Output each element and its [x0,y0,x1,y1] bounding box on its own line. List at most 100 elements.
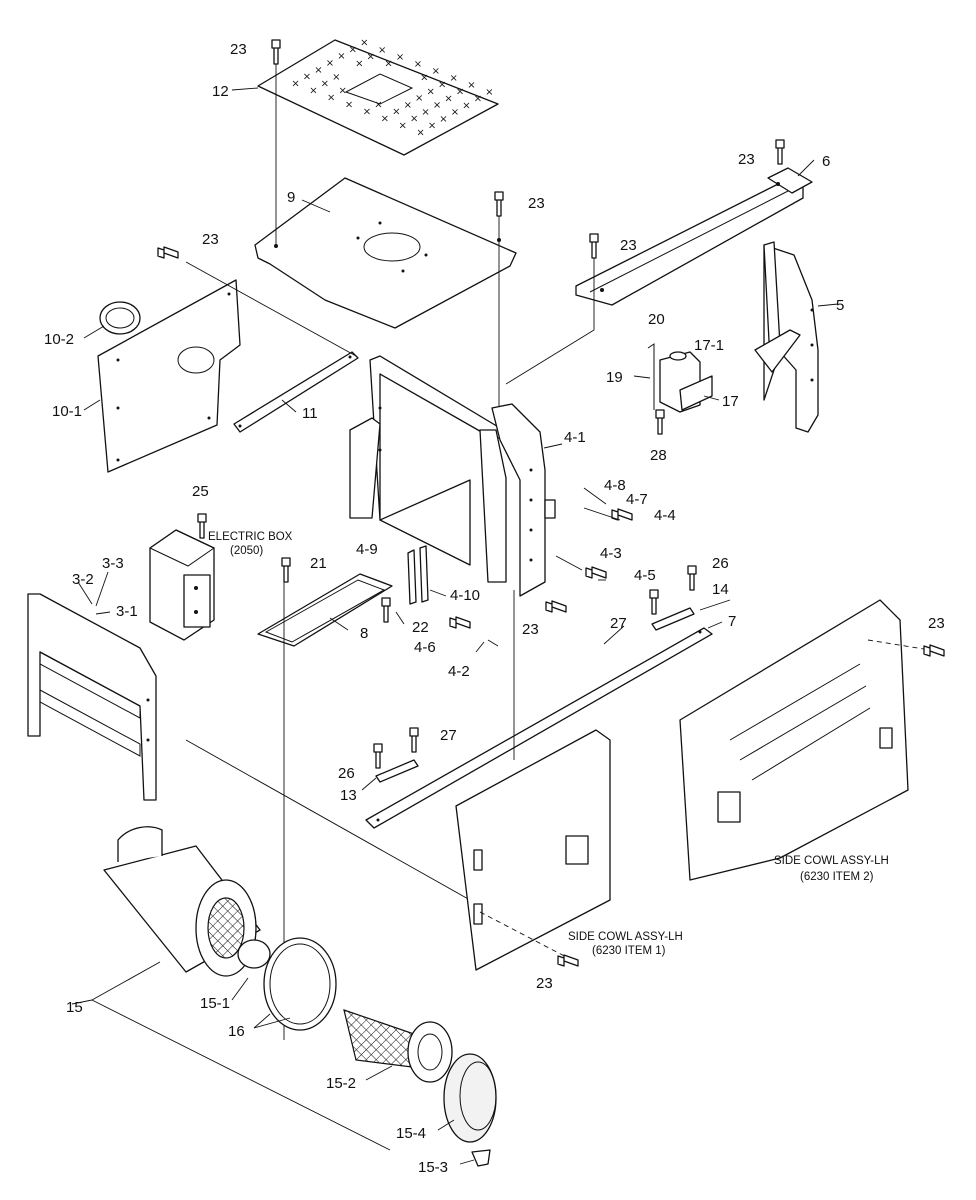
bolt-icon [409,727,419,753]
label-23-f: 23 [522,621,539,638]
latch-14 [651,607,695,631]
electric-box [149,529,215,641]
bolts-group [157,39,945,967]
perforation: × [438,80,446,91]
perforation: × [367,52,375,63]
bolt-icon [923,644,945,657]
label-4-9: 4-9 [356,541,378,558]
perforation: × [291,78,299,89]
label-22: 22 [412,619,429,636]
label-23-h: 23 [536,975,553,992]
dust-valve-15-3 [471,1149,491,1167]
perforation: × [392,107,400,118]
bolt-icon [271,39,281,65]
filter-element-15-2 [343,1009,453,1083]
perforation: × [449,73,457,84]
bolt-icon [281,557,291,583]
air-cleaner-body-15 [103,826,271,977]
label-15-4: 15-4 [396,1125,426,1142]
side-cowl-rh [679,599,909,881]
label-26-a: 26 [712,555,729,572]
bolt-icon [381,597,391,623]
side-cowl-lh-ref: (6230 ITEM 1) [592,945,666,957]
perforation: × [428,121,436,132]
bolt-icon [775,139,785,165]
perforation: × [420,73,428,84]
label-4-10: 4-10 [450,587,480,604]
latch-13 [375,759,419,783]
label-10-1: 10-1 [52,403,82,420]
perforation: × [345,99,353,110]
label-28: 28 [650,447,667,464]
bolt-icon [373,743,383,769]
perforation: × [374,100,382,111]
side-cowl-lh [455,729,611,971]
label-4-4: 4-4 [654,507,676,524]
label-3-3: 3-3 [102,555,124,572]
perforation: × [349,44,357,55]
label-23-e: 23 [202,231,219,248]
label-4-5: 4-5 [634,567,656,584]
perforation: × [396,52,404,63]
label-4-7: 4-7 [626,491,648,508]
bolt-icon [449,616,471,629]
top-cover-plate [254,177,517,329]
label-21: 21 [310,555,327,572]
bolt-icon [494,191,504,217]
perforation: × [415,93,423,104]
bolt-icon [655,409,665,435]
perforation: × [337,51,345,62]
label-4-1: 4-1 [564,429,586,446]
perforation: × [414,59,422,70]
bolt-icon [157,246,179,259]
label-11: 11 [302,405,318,422]
perforation: × [363,106,371,117]
perforation: × [309,85,317,96]
perforation: × [432,66,440,77]
label-13: 13 [340,787,357,804]
label-7: 7 [728,613,736,630]
label-8: 8 [360,625,368,642]
perforation: × [314,65,322,76]
fastener-line-3-1 [185,739,471,901]
main-frame-assembly-4 [349,355,556,597]
perforation: × [474,94,482,105]
part-labels: 23 12 9 23 23 6 23 23 5 10-2 10-1 11 20 … [44,41,945,1176]
label-6: 6 [822,153,830,170]
perforation: × [332,72,340,83]
perforation: × [326,58,334,69]
label-23-b: 23 [528,195,545,212]
bracket-line-15 [91,961,391,1151]
label-4-8: 4-8 [604,477,626,494]
label-10-2: 10-2 [44,331,74,348]
label-26-b: 26 [338,765,355,782]
side-support-bracket [754,241,819,433]
label-3-2: 3-2 [72,571,94,588]
bolt-icon [197,513,207,539]
end-cover-15-4 [443,1053,497,1143]
perforation: × [462,100,470,111]
clamp-band-16 [263,937,337,1031]
label-23-g: 23 [928,615,945,632]
label-15: 15 [66,999,83,1016]
perforation: × [384,59,392,70]
electric-box-name: ELECTRIC BOX [208,531,293,543]
perforation: × [467,80,475,91]
label-27-b: 27 [440,727,457,744]
cowl-rh-hinge-dash [867,639,931,651]
leader-lines [71,87,839,1165]
label-27-a: 27 [610,615,627,632]
perforation: × [381,113,389,124]
spacer-bracket-4-9-4-10 [407,545,429,605]
perforation: × [303,72,311,83]
side-cowl-rh-name: SIDE COWL ASSY-LH [774,855,889,867]
perforation: × [410,114,418,125]
reference-notes: ELECTRIC BOX (2050) SIDE COWL ASSY-LH (6… [208,531,889,957]
hose-19 [647,343,655,410]
label-9: 9 [287,189,295,206]
label-3-1: 3-1 [116,603,138,620]
perforation: × [433,100,441,111]
label-17-1: 17-1 [694,337,724,354]
side-cowl-rh-ref: (6230 ITEM 2) [800,871,874,883]
label-14: 14 [712,581,729,598]
